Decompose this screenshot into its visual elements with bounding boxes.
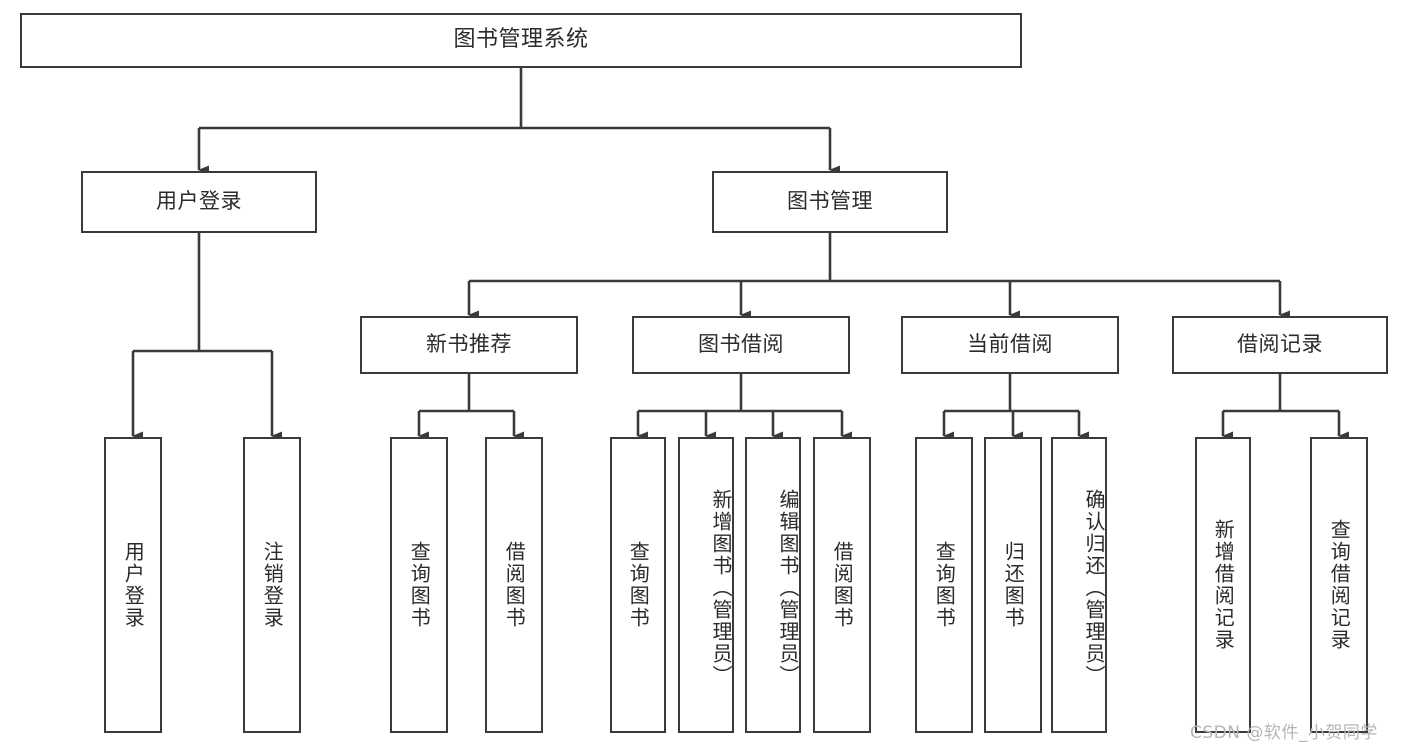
node-label: 归还图书 — [1001, 541, 1026, 629]
leaf-leaf-borrow-query-book[interactable]: 查询图书 — [610, 437, 666, 733]
node-label: 图书借阅 — [698, 332, 784, 357]
node-user-login[interactable]: 用户登录 — [81, 171, 317, 233]
node-book-manage[interactable]: 图书管理 — [712, 171, 948, 233]
node-label: 借阅图书 — [502, 541, 527, 629]
node-label: 当前借阅 — [967, 332, 1053, 357]
node-label: 用户登录 — [121, 541, 146, 629]
node-label: 注销登录 — [260, 541, 285, 629]
leaf-leaf-confirm-return-admin[interactable]: 确认归还（管理员） — [1051, 437, 1107, 733]
leaf-leaf-rec-borrow-book[interactable]: 借阅图书 — [485, 437, 543, 733]
node-label: 借阅记录 — [1237, 332, 1323, 357]
leaf-leaf-add-book-admin[interactable]: 新增图书（管理员） — [678, 437, 734, 733]
node-borrow-record[interactable]: 借阅记录 — [1172, 316, 1388, 374]
node-label: 确认归还（管理员） — [1082, 489, 1106, 687]
node-label: 新书推荐 — [426, 332, 512, 357]
node-label: 查询图书 — [626, 541, 651, 629]
node-new-book-rec[interactable]: 新书推荐 — [360, 316, 578, 374]
node-label: 新增借阅记录 — [1211, 519, 1236, 651]
node-label: 图书管理 — [787, 189, 873, 214]
node-label: 查询图书 — [407, 541, 432, 629]
leaf-leaf-rec-query-book[interactable]: 查询图书 — [390, 437, 448, 733]
node-label: 借阅图书 — [830, 541, 855, 629]
leaf-leaf-cur-query-book[interactable]: 查询图书 — [915, 437, 973, 733]
node-label: 查询借阅记录 — [1327, 519, 1352, 651]
node-label: 图书管理系统 — [453, 27, 589, 53]
node-book-borrow[interactable]: 图书借阅 — [632, 316, 850, 374]
node-label: 查询图书 — [932, 541, 957, 629]
node-root-root[interactable]: 图书管理系统 — [20, 13, 1022, 68]
leaf-leaf-borrow-book[interactable]: 借阅图书 — [813, 437, 871, 733]
leaf-leaf-user-login[interactable]: 用户登录 — [104, 437, 162, 733]
csdn-watermark: CSDN @软件_小贺同学 — [1190, 723, 1378, 743]
leaf-leaf-return-book[interactable]: 归还图书 — [984, 437, 1042, 733]
node-label: 新增图书（管理员） — [709, 489, 733, 687]
node-label: 编辑图书（管理员） — [776, 489, 800, 687]
leaf-leaf-query-borrow-record[interactable]: 查询借阅记录 — [1310, 437, 1368, 733]
node-label: 用户登录 — [156, 189, 242, 214]
leaf-leaf-edit-book-admin[interactable]: 编辑图书（管理员） — [745, 437, 801, 733]
node-current-borrow[interactable]: 当前借阅 — [901, 316, 1119, 374]
leaf-leaf-add-borrow-record[interactable]: 新增借阅记录 — [1195, 437, 1251, 733]
leaf-leaf-logout[interactable]: 注销登录 — [243, 437, 301, 733]
